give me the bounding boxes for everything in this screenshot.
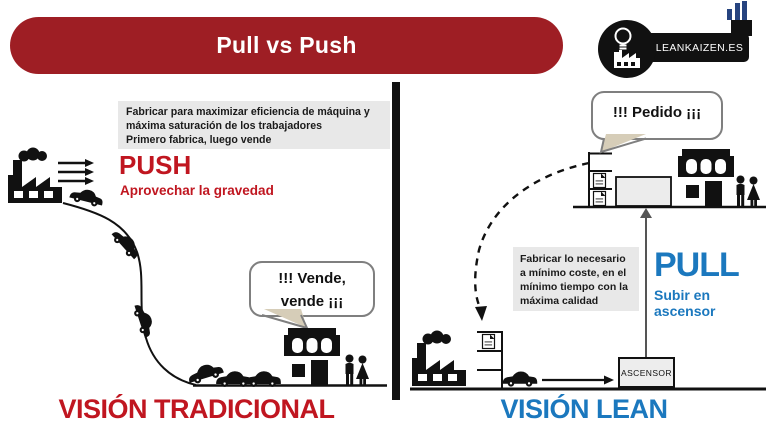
pull-note-box: Fabricar lo necesario a mínimo coste, en…	[513, 247, 639, 311]
logo-smoke-bar	[742, 1, 747, 20]
factory-icon	[412, 330, 466, 386]
pull-scene	[410, 91, 766, 391]
push-scene	[8, 147, 387, 387]
caption-lean: VISIÓN LEAN	[500, 394, 668, 424]
people-icon	[345, 354, 369, 386]
logo-smoke-bar	[734, 3, 740, 20]
push-note-line1: Fabricar para maximizar eficiencia de má…	[126, 106, 370, 132]
speech-bubble-pedido	[591, 91, 723, 154]
pull-subtitle: Subir en ascensor	[654, 287, 716, 319]
gravity-slope-curve	[62, 202, 197, 386]
elevator-line	[640, 208, 652, 357]
lightbulb-factory-icon	[614, 27, 640, 68]
factory-icon	[8, 147, 62, 203]
people-icon	[736, 175, 760, 207]
shelf-rack-icon	[477, 331, 503, 388]
logo-chimney	[731, 20, 752, 36]
store-icon	[678, 149, 734, 207]
car-icon	[131, 302, 157, 339]
page-title: Pull vs Push	[216, 32, 357, 58]
ascensor-label: ASCENSOR	[621, 367, 672, 378]
pedido-bubble-text: !!! Pedido ¡¡¡	[612, 104, 702, 121]
logo-text-bar: LEANKAIZEN.ES	[650, 33, 749, 62]
logo-text: LEANKAIZEN.ES	[655, 41, 744, 54]
dashed-pull-arrow	[473, 161, 590, 321]
push-note-box: Fabricar para maximizar eficiencia de má…	[118, 101, 390, 149]
car-icon	[68, 185, 105, 209]
push-label: PUSH	[119, 150, 192, 180]
store-icon	[284, 328, 340, 386]
ascensor-box: ASCENSOR	[618, 357, 675, 388]
elevator-cabin-top	[615, 176, 672, 207]
divider-line	[392, 82, 400, 400]
push-note-line2: Primero fabrica, luego vende	[126, 133, 272, 146]
push-subtitle: Aprovechar la gravedad	[120, 183, 274, 198]
caption-traditional: VISIÓN TRADICIONAL	[58, 394, 335, 424]
push-arrows-icon	[58, 161, 85, 183]
pull-label: PULL	[654, 246, 740, 284]
logo-smoke-bar	[727, 9, 732, 20]
car-icon	[502, 371, 538, 387]
flow-arrow-right	[542, 375, 614, 385]
vende-bubble-text: !!! Vende, vende ¡¡¡	[278, 270, 346, 311]
shelf-rack-icon	[588, 152, 612, 207]
logo-mark	[598, 20, 656, 78]
title-banner: Pull vs Push	[10, 17, 563, 74]
